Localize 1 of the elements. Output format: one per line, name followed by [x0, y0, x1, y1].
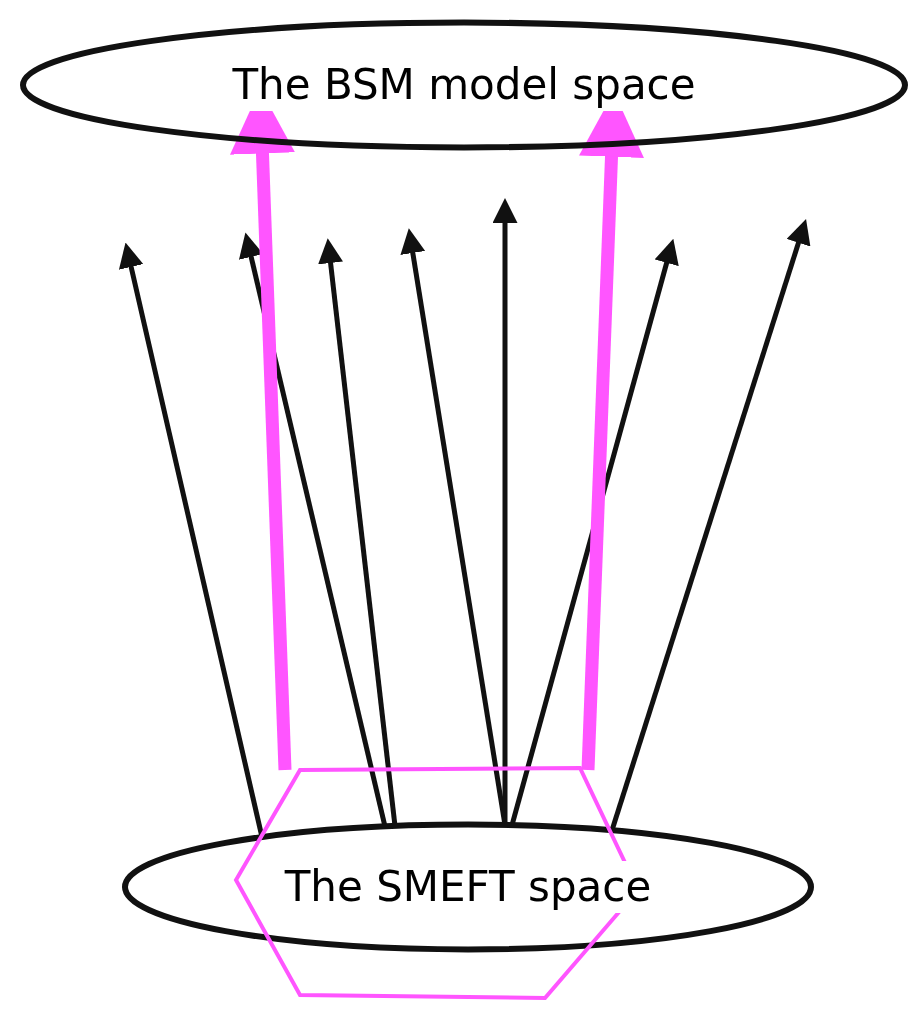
arrow: [492, 198, 518, 825]
